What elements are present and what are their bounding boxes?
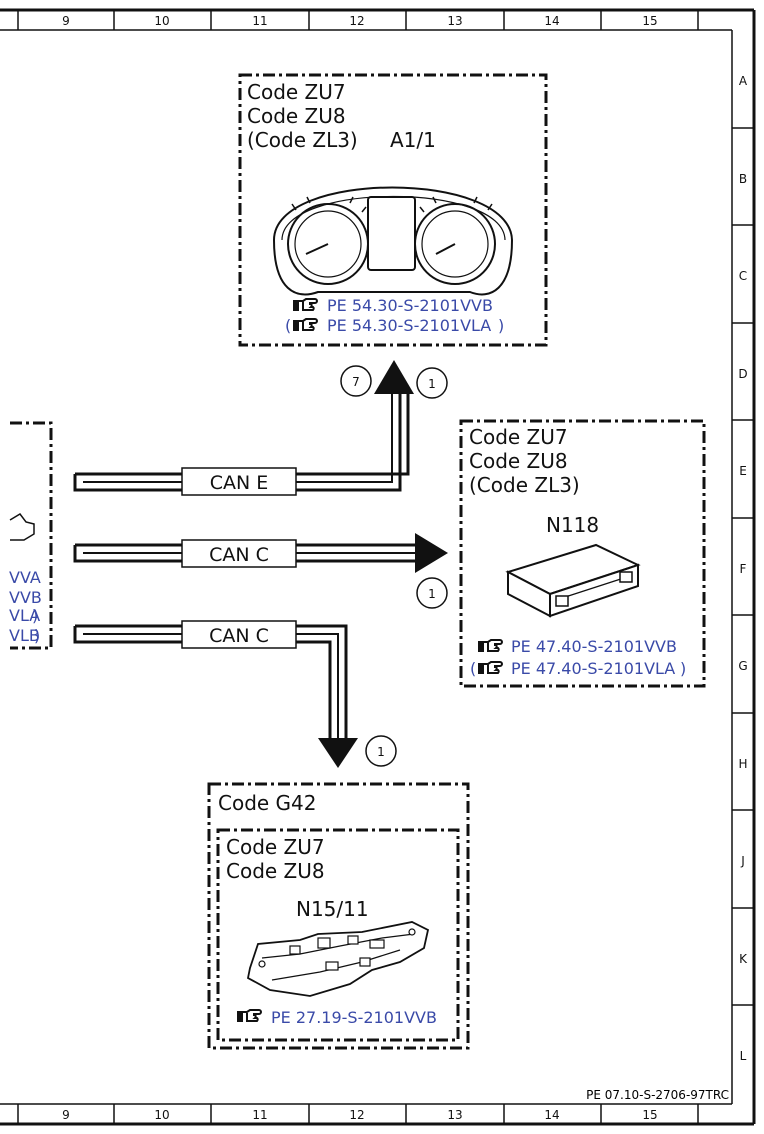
row-label: E [739, 464, 747, 478]
cross-reference-link-fragment[interactable]: VVB [9, 588, 42, 607]
paren-close: ) [32, 606, 38, 625]
column-label: 13 [447, 14, 462, 28]
row-label: A [739, 74, 748, 88]
column-label: 11 [252, 14, 267, 28]
can-e-bus: CAN E 7 1 [73, 360, 448, 496]
n118-box: Code ZU7 Code ZU8 (Code ZL3) N118 PE 47.… [459, 419, 706, 688]
code-label: Code ZU7 [226, 835, 325, 859]
row-label: J [740, 854, 745, 868]
row-label: D [738, 367, 747, 381]
column-label: 12 [349, 1108, 364, 1122]
cross-reference-link-fragment[interactable]: VLB [9, 626, 40, 645]
code-label: Code ZU8 [226, 859, 325, 883]
code-label: Code ZU7 [247, 80, 346, 104]
transmission-control-icon [246, 921, 430, 997]
column-label: 9 [62, 14, 70, 28]
column-label: 15 [642, 14, 657, 28]
column-label: 9 [62, 1108, 70, 1122]
cross-reference-link[interactable]: PE 27.19-S-2101VVB [271, 1008, 437, 1027]
row-ruler [732, 127, 754, 1006]
code-label: (Code ZL3) [247, 128, 358, 152]
column-label: 13 [447, 1108, 462, 1122]
reference-circle [365, 735, 397, 767]
column-label: 11 [252, 1108, 267, 1122]
component-designation: N118 [546, 513, 599, 537]
row-label: K [739, 952, 748, 966]
code-label: Code ZU8 [247, 104, 346, 128]
column-label: 14 [544, 1108, 559, 1122]
page-frame [0, 8, 756, 1126]
paren-close: ) [680, 659, 686, 678]
component-designation: A1/1 [390, 128, 436, 152]
column-label: 14 [544, 14, 559, 28]
cross-reference-link-fragment[interactable]: VLA [9, 606, 40, 625]
code-label: Code ZU8 [469, 449, 568, 473]
row-label: G [738, 659, 747, 673]
code-label: Code G42 [218, 791, 317, 815]
paren-open: ( [285, 316, 291, 335]
cross-reference-link[interactable]: PE 54.30-S-2101VVB [327, 296, 493, 315]
reference-circle [416, 577, 448, 609]
reference-number: 1 [377, 745, 385, 759]
can-c-bus-down: CAN C 1 [73, 620, 397, 768]
paren-close: ) [498, 316, 504, 335]
arrow-down-icon [318, 738, 358, 768]
reference-number: 1 [428, 587, 436, 601]
column-label: 15 [642, 1108, 657, 1122]
row-label: F [740, 562, 747, 576]
column-label: 10 [154, 1108, 169, 1122]
row-label: L [740, 1049, 747, 1063]
cross-reference-link[interactable]: PE 47.40-S-2101VLA [511, 659, 675, 678]
row-label: B [739, 172, 747, 186]
bus-label: CAN E [210, 472, 269, 494]
arrow-up-icon [374, 360, 414, 394]
reference-number: 7 [352, 375, 360, 389]
arrow-right-icon [415, 533, 448, 573]
column-label: 12 [349, 14, 364, 28]
cross-reference-link[interactable]: PE 47.40-S-2101VVB [511, 637, 677, 656]
cross-reference-link-fragment[interactable]: VVA [9, 568, 41, 587]
row-label: H [738, 757, 747, 771]
reference-number: 1 [428, 377, 436, 391]
bus-label: CAN C [209, 544, 269, 566]
g42-box: Code G42 Code ZU7 Code ZU8 N15/11 PE 27.… [207, 782, 470, 1050]
code-label: Code ZU7 [469, 425, 568, 449]
cluster-box: Code ZU7 Code ZU8 (Code ZL3) A1/1 PE 54.… [238, 73, 548, 347]
control-unit-icon [505, 543, 641, 618]
paren-close: ) [34, 626, 40, 645]
can-c-bus-right: CAN C 1 [73, 533, 448, 609]
paren-open: ( [470, 659, 476, 678]
reference-circle [416, 367, 448, 399]
component-designation: N15/11 [296, 897, 369, 921]
column-ruler [113, 10, 699, 1124]
column-label: 10 [154, 14, 169, 28]
connector-fragment-icon [9, 513, 35, 541]
left-partial-box: VVA VVB VLA ) VLB ) [9, 421, 53, 650]
instrument-cluster-icon [272, 186, 514, 296]
cross-reference-link[interactable]: PE 54.30-S-2101VLA [327, 316, 491, 335]
row-label: C [739, 269, 747, 283]
reference-circle [340, 365, 372, 397]
bus-label: CAN C [209, 625, 269, 647]
document-reference: PE 07.10-S-2706-97TRC [586, 1088, 729, 1102]
code-label: (Code ZL3) [469, 473, 580, 497]
